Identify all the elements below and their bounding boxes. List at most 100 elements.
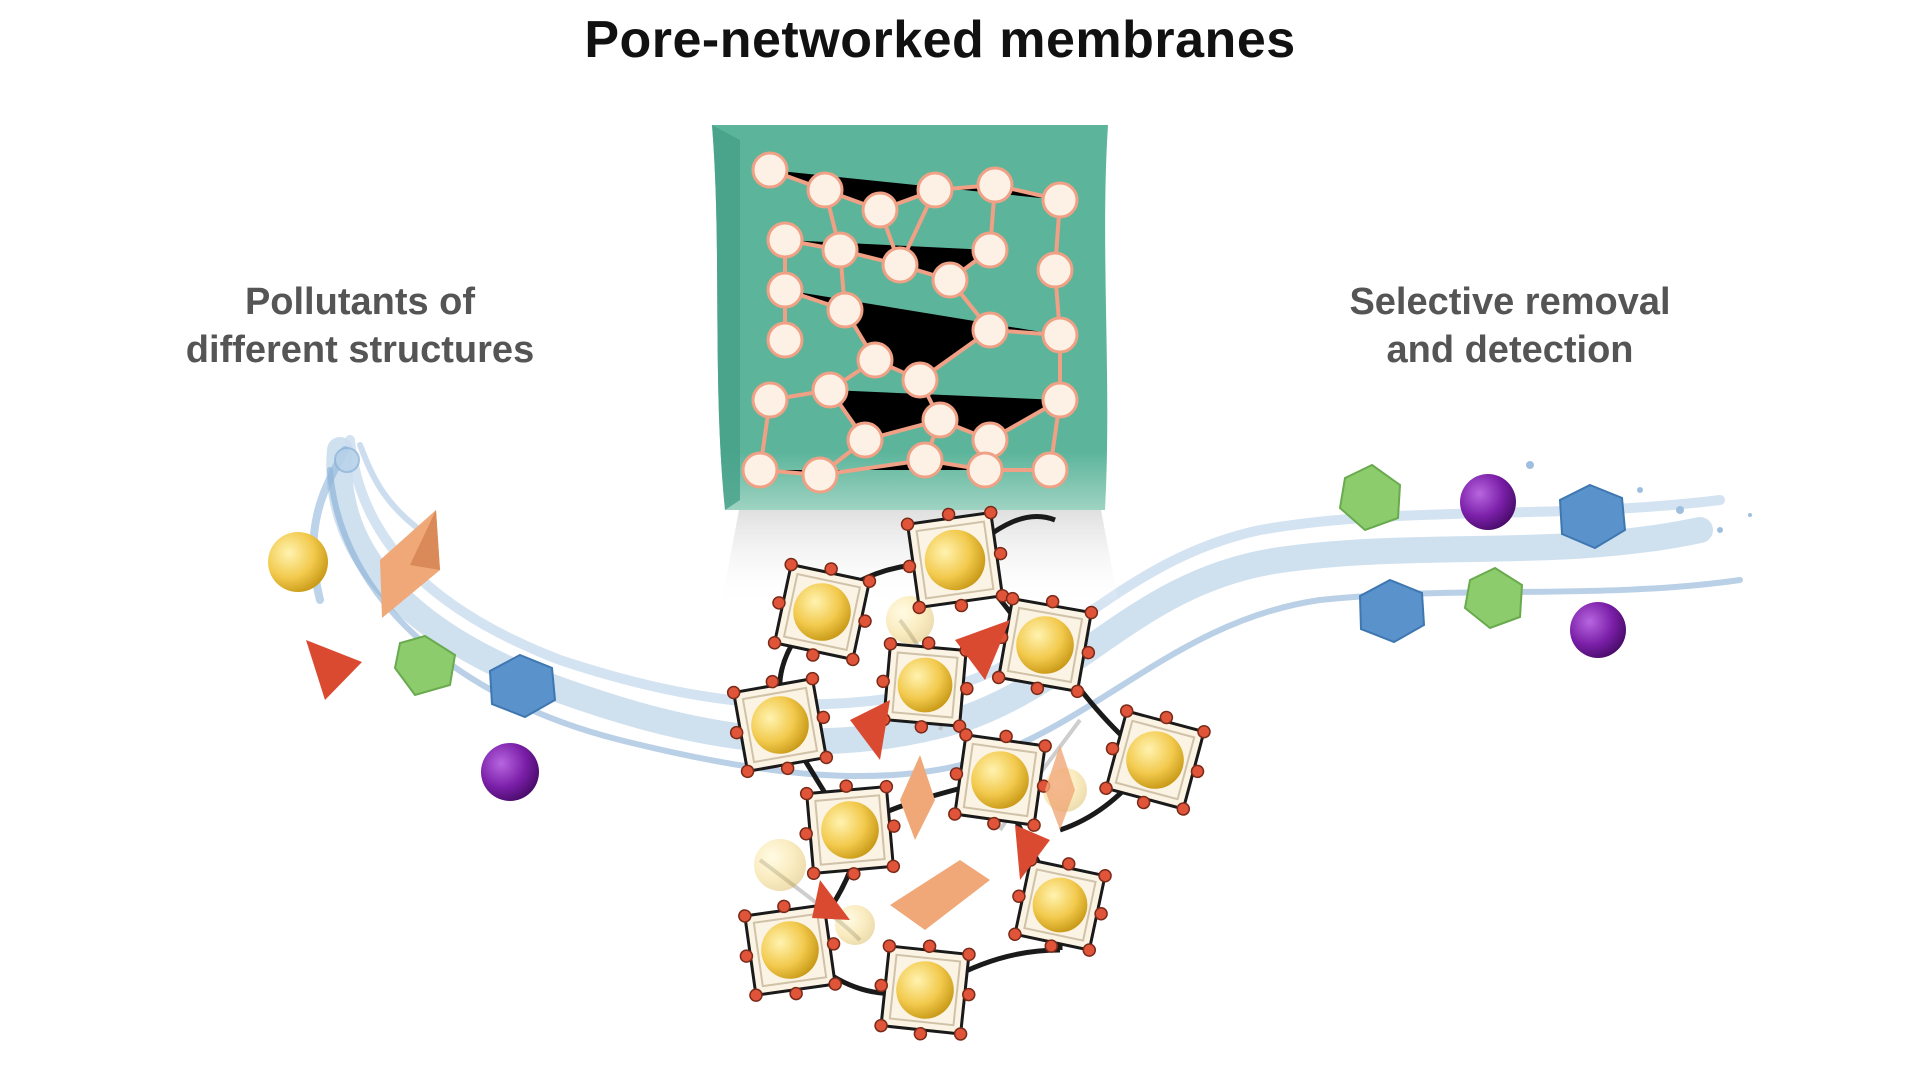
cage-vertex	[738, 909, 752, 923]
cage-vertex	[806, 866, 821, 881]
octahedron-inside-2	[890, 860, 990, 930]
cage-unit	[1099, 704, 1211, 816]
cage-vertex	[1044, 939, 1059, 953]
cage-vertex	[1061, 857, 1076, 871]
cage-vertex	[740, 764, 755, 779]
cage-vertex	[1197, 724, 1211, 739]
cage-vertex	[876, 674, 890, 689]
cage-vertex	[806, 648, 820, 662]
cage-core	[897, 657, 953, 713]
green-polyhedron-icon	[1338, 463, 1402, 532]
blue-hexagon-icon	[488, 653, 557, 719]
cage-core	[971, 751, 1029, 809]
cage-vertex	[805, 671, 820, 686]
cage-core	[1032, 877, 1088, 933]
cage-vertex	[993, 546, 1008, 561]
cage-vertex	[913, 1027, 928, 1041]
octahedron-inside-1	[900, 755, 935, 840]
cage-vertex	[1190, 764, 1205, 779]
left-label-line1: Pollutants of	[244, 281, 476, 323]
cage-vertex	[839, 779, 853, 793]
cage-vertex	[789, 986, 803, 1001]
left-label: Pollutants of different structures	[130, 278, 590, 374]
cage-vertex	[1098, 868, 1112, 883]
cage-vertex	[900, 517, 915, 532]
cage-vertex	[1081, 645, 1096, 660]
blue-hexagon-icon	[1358, 578, 1426, 644]
cage-vertex	[959, 728, 973, 742]
cage-vertex	[1136, 795, 1151, 810]
cage-vertex	[922, 939, 937, 953]
cage-vertex	[799, 786, 814, 801]
cage-vertex	[799, 827, 813, 841]
cage-vertex	[941, 507, 956, 522]
cage-vertex	[983, 505, 998, 520]
cage-core	[751, 696, 809, 754]
right-label: Selective removal and detection	[1290, 278, 1730, 374]
cage-vertex	[1005, 591, 1020, 606]
tetrahedron-inside-3	[1015, 825, 1050, 880]
cage-core	[821, 801, 879, 859]
cage-vertex	[847, 867, 861, 881]
cage-unit	[991, 591, 1099, 699]
cage-unit	[876, 636, 974, 734]
cage-vertex	[921, 636, 936, 650]
cage-vertex	[1099, 781, 1113, 796]
cage-unit	[726, 671, 834, 779]
cage-unit	[767, 557, 877, 667]
cage-vertex	[879, 779, 894, 794]
cage-vertex	[828, 977, 842, 991]
cage-unit	[948, 728, 1052, 832]
octahedron-inside-3	[1045, 745, 1075, 830]
right-label-line1: Selective removal	[1349, 281, 1671, 323]
cage-vertex	[886, 859, 901, 874]
cage-vertex	[1038, 739, 1052, 753]
cage-vertex	[846, 652, 860, 667]
cage-vertex	[874, 1018, 888, 1033]
cage-vertex	[882, 939, 897, 953]
cage-vertex	[1027, 818, 1041, 832]
left-label-line2: different structures	[185, 329, 535, 371]
cage-vertex	[991, 670, 1006, 685]
cage-network	[726, 505, 1211, 1041]
cage-core	[761, 921, 819, 979]
cage-vertex	[912, 600, 927, 615]
cage-vertex	[765, 674, 780, 689]
purple-sphere-icon	[1570, 602, 1626, 658]
cage-vertex	[954, 598, 969, 613]
cage-vertex	[883, 637, 898, 651]
cage-vertex	[1176, 802, 1191, 816]
cage-vertex	[1082, 943, 1097, 957]
tetrahedron-inside-4	[812, 880, 850, 920]
cage-core	[924, 529, 986, 591]
cage-vertex	[1094, 906, 1108, 921]
cage-vertex	[1119, 704, 1134, 718]
cage-unit	[1008, 853, 1112, 957]
cage-vertex	[999, 729, 1013, 744]
cage-vertex	[858, 614, 872, 628]
cage-vertex	[819, 750, 834, 765]
cage-vertex	[948, 807, 962, 821]
yellow-sphere-icon	[268, 532, 328, 592]
cage-unit	[738, 898, 842, 1002]
purple-sphere-icon	[481, 743, 539, 801]
cage-vertex	[1008, 927, 1022, 942]
cage-vertex	[962, 987, 976, 1002]
right-label-line2: and detection	[1386, 329, 1634, 371]
cage-vertex	[960, 681, 974, 696]
cage-vertex	[749, 988, 763, 1002]
cage-core	[1016, 616, 1074, 674]
cage-vertex	[1070, 684, 1085, 699]
cage-vertex	[902, 559, 917, 574]
left-pollutants	[268, 510, 557, 801]
red-tetrahedron-icon	[306, 640, 362, 700]
orange-octahedron-icon	[380, 510, 440, 618]
cage-vertex	[826, 937, 841, 951]
right-pollutants	[1338, 463, 1627, 658]
cage-vertex	[729, 725, 744, 740]
cage-vertex	[1045, 594, 1060, 609]
cage-vertex	[777, 899, 791, 914]
cage-vertex	[726, 685, 741, 700]
